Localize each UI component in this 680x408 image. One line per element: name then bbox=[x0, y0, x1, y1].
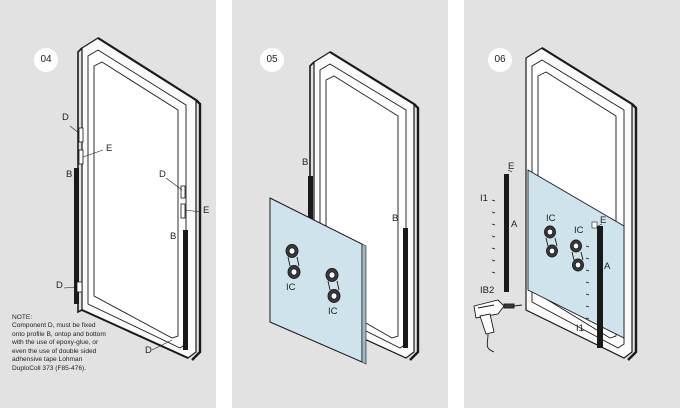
note-line: adhensive tape Lohman bbox=[12, 356, 83, 364]
suction-cup-icon bbox=[544, 225, 558, 258]
profile-b-right bbox=[403, 228, 408, 348]
label-b: B bbox=[302, 157, 309, 168]
profile-b-left bbox=[74, 168, 79, 304]
note-line: DuploColl 373 (F85-476). bbox=[12, 364, 87, 372]
suction-cup-icon bbox=[325, 268, 341, 303]
step-06-panel: 06 E I1 A IC IC E A IB2 I1 bbox=[464, 0, 680, 408]
label-b: B bbox=[170, 231, 177, 242]
step-05-panel: 05 B B IC IC bbox=[232, 0, 448, 408]
label-d: D bbox=[56, 280, 63, 291]
label-ic: IC bbox=[574, 225, 584, 236]
step-04-panel: 04 D E B D E B D D NOTE: Component D, mu… bbox=[0, 0, 216, 408]
bead-strip-left bbox=[504, 174, 509, 292]
step-number-badge: 06 bbox=[488, 48, 512, 72]
note-line: NOTE: bbox=[12, 314, 33, 321]
note-line: with the use of epoxy-glue, or bbox=[12, 339, 99, 347]
label-a: A bbox=[604, 261, 611, 272]
label-ic: IC bbox=[328, 306, 338, 317]
step-number-badge: 05 bbox=[260, 48, 284, 72]
label-ic: IC bbox=[546, 213, 556, 224]
suction-cup-icon bbox=[570, 239, 584, 272]
suction-cup-icon bbox=[285, 244, 301, 279]
label-a: A bbox=[511, 219, 518, 230]
note-line: even the use of double sided bbox=[12, 347, 97, 355]
step-05-frame-illustration bbox=[269, 51, 420, 365]
drill-icon bbox=[473, 299, 523, 353]
step-number-badge: 04 bbox=[34, 48, 58, 72]
label-ic: IC bbox=[286, 282, 296, 293]
installation-note: NOTE: Component D, must be fixed onto pr… bbox=[12, 314, 124, 373]
label-b: B bbox=[66, 169, 73, 180]
label-d: D bbox=[62, 112, 69, 123]
bead-strip-right bbox=[597, 226, 603, 348]
note-line: onto profile B, ontop and bottom bbox=[12, 330, 106, 338]
step-04-frame-illustration bbox=[63, 37, 202, 361]
label-b: B bbox=[392, 213, 399, 224]
profile-b-right bbox=[183, 230, 188, 350]
label-e: E bbox=[106, 143, 113, 154]
label-d: D bbox=[159, 169, 166, 180]
step-06-frame-illustration bbox=[473, 47, 638, 361]
label-ib2: IB2 bbox=[480, 285, 495, 296]
label-e: E bbox=[600, 215, 607, 226]
label-e: E bbox=[203, 205, 210, 216]
label-e: E bbox=[508, 161, 515, 172]
note-line: Component D, must be fixed bbox=[12, 322, 96, 330]
label-d: D bbox=[145, 345, 152, 356]
label-i1: I1 bbox=[576, 323, 584, 334]
label-i1: I1 bbox=[480, 193, 488, 204]
